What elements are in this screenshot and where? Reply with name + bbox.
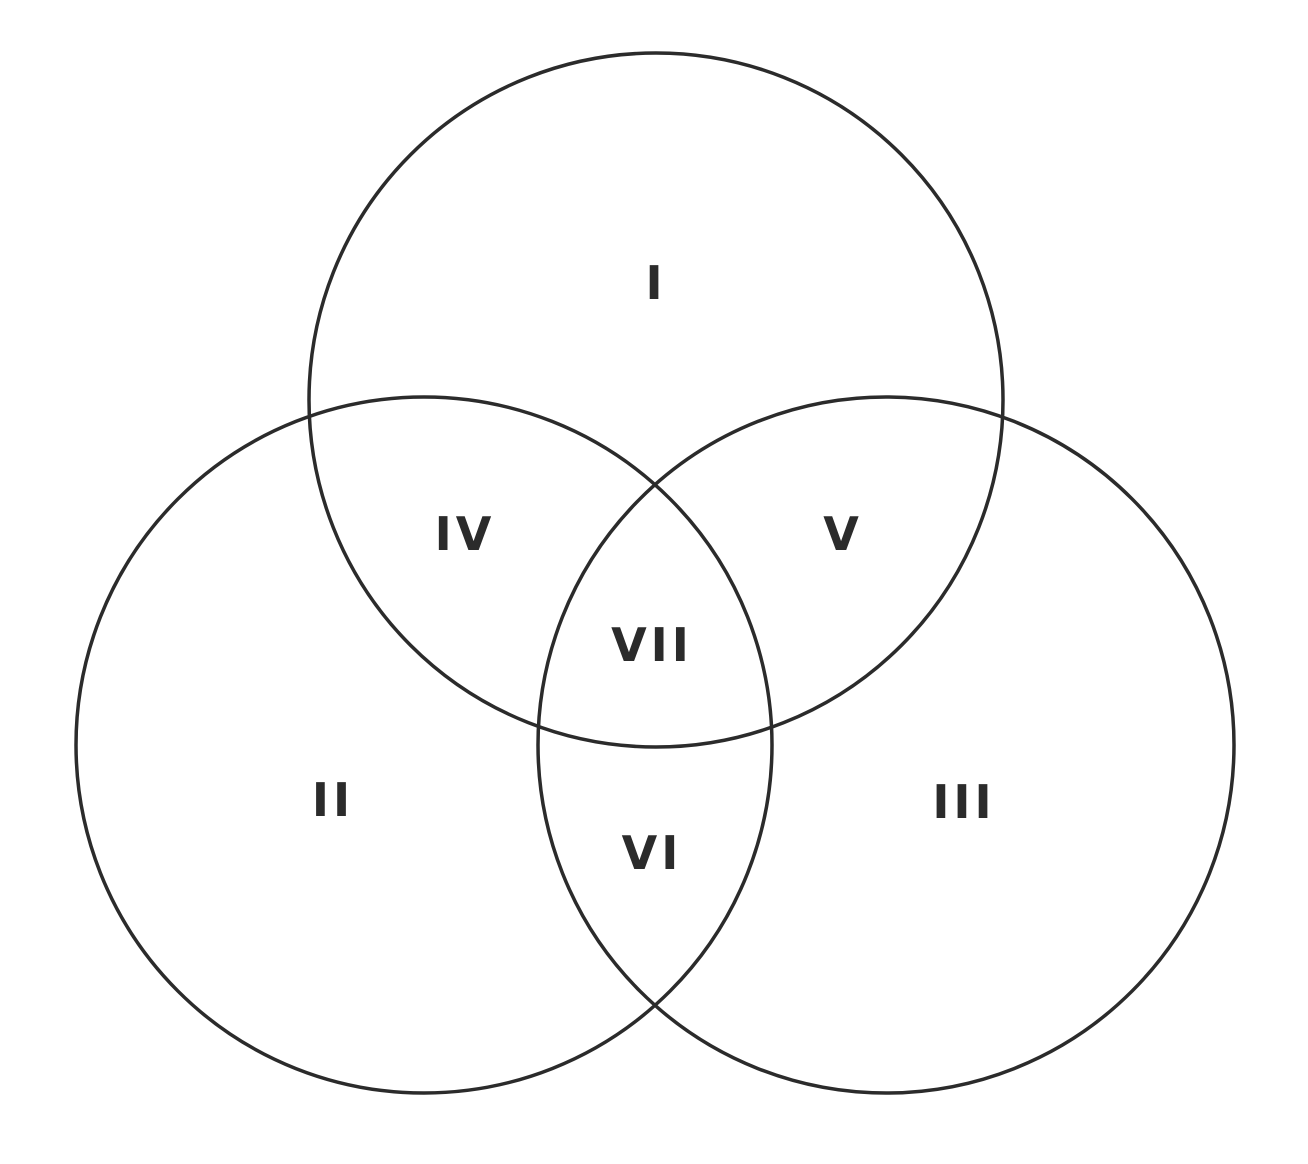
region-label-vi: VI (622, 826, 683, 880)
circle-right (536, 395, 1236, 1095)
region-label-vii: VII (611, 618, 693, 672)
circle-top (307, 51, 1005, 749)
region-label-v: V (823, 507, 863, 561)
region-label-iii: III (932, 775, 995, 829)
region-label-iv: IV (435, 507, 496, 561)
circle-left (74, 395, 774, 1095)
region-label-i: I (645, 256, 666, 310)
region-label-ii: II (312, 773, 354, 827)
